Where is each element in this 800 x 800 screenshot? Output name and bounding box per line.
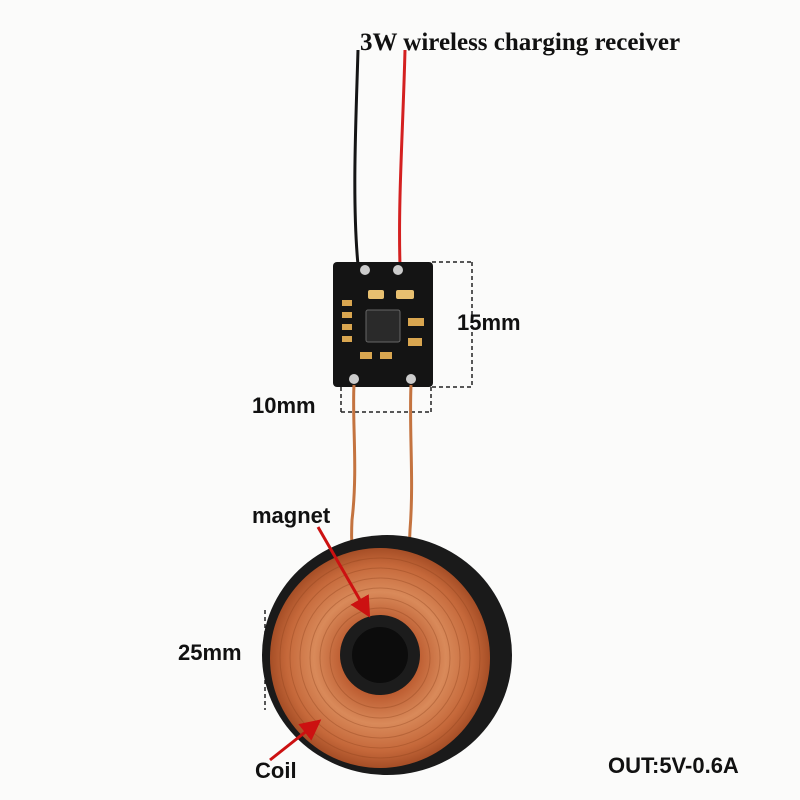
coil-assembly xyxy=(262,535,512,775)
output-spec: OUT:5V-0.6A xyxy=(608,753,739,778)
coil-label: Coil xyxy=(255,758,297,783)
pcb-board xyxy=(333,262,433,387)
coil-arrow xyxy=(269,719,322,762)
diameter-label: 25mm xyxy=(178,640,242,665)
product-title: 3W wireless charging receiver xyxy=(360,29,681,56)
magnet-arrow xyxy=(316,526,371,618)
height-label: 15mm xyxy=(457,310,521,335)
magnet-label: magnet xyxy=(252,503,331,528)
width-label: 10mm xyxy=(252,393,316,418)
black-wire xyxy=(353,49,360,266)
red-wire xyxy=(398,49,407,266)
